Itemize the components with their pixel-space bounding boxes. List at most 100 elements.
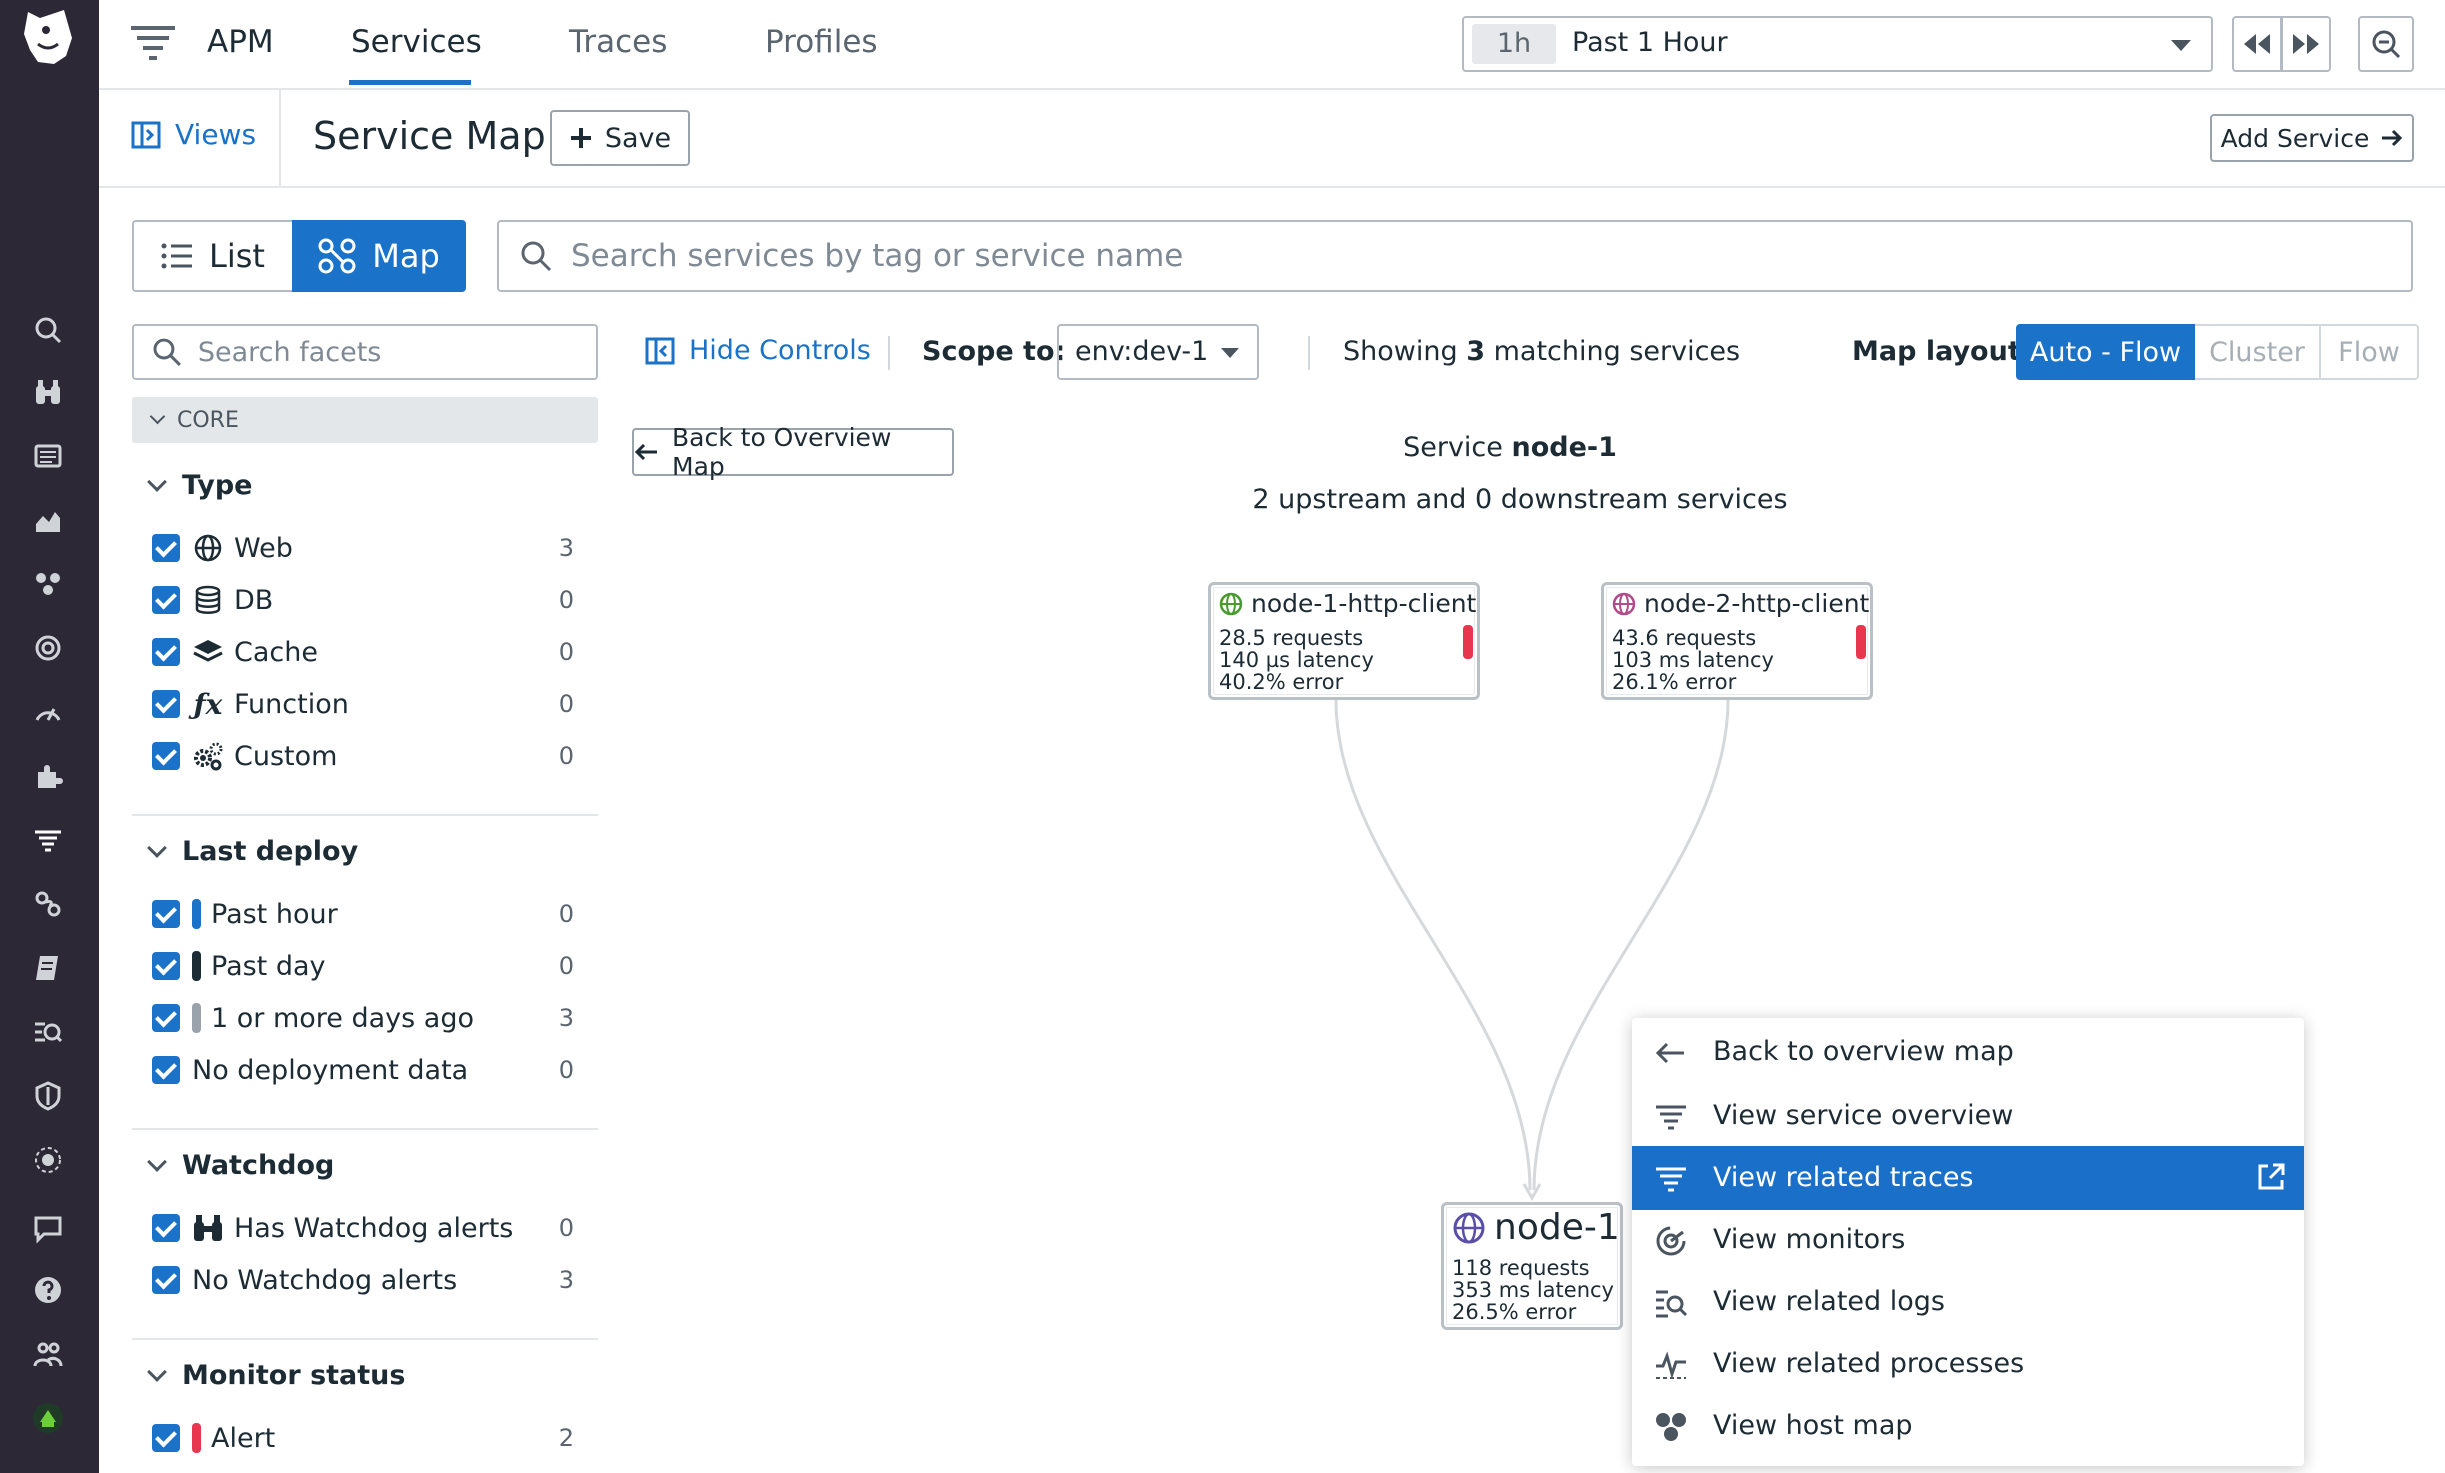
views-panel-icon <box>131 121 161 148</box>
help-icon[interactable] <box>28 1270 68 1310</box>
search-icon[interactable] <box>28 310 68 350</box>
facet-row-alert[interactable]: Alert 2 <box>152 1418 598 1458</box>
active-tab-indicator <box>349 80 471 85</box>
notebooks-icon[interactable] <box>28 948 68 988</box>
checkbox[interactable] <box>152 1266 180 1294</box>
checkbox[interactable] <box>152 742 180 770</box>
facet-label: Has Watchdog alerts <box>234 1212 514 1244</box>
infrastructure-icon[interactable] <box>28 564 68 604</box>
tab-services[interactable]: Services <box>351 24 482 60</box>
hide-controls-link[interactable]: Hide Controls <box>645 335 871 366</box>
service-node-node-1[interactable]: node-1 118 requests 353 ms latency 26.5%… <box>1441 1202 1623 1330</box>
menu-item-back-to-overview[interactable]: Back to overview map <box>1632 1020 2304 1084</box>
globe-icon <box>192 532 224 564</box>
node-requests: 118 requests <box>1452 1256 1590 1280</box>
facet-row-web[interactable]: Web 3 <box>152 528 598 568</box>
layout-cluster-button[interactable]: Cluster <box>2195 324 2321 380</box>
checkbox[interactable] <box>152 638 180 666</box>
facet-row-past-day[interactable]: Past day 0 <box>152 946 598 986</box>
checkbox[interactable] <box>152 690 180 718</box>
avatar[interactable] <box>28 1398 68 1438</box>
list-icon <box>161 243 193 269</box>
add-service-button[interactable]: Add Service <box>2210 114 2414 162</box>
facet-group-title: Monitor status <box>182 1360 406 1391</box>
scope-select[interactable]: env:dev-1 <box>1057 324 1259 380</box>
facet-group-watchdog[interactable]: Watchdog <box>147 1150 335 1181</box>
facet-row-has-watchdog[interactable]: Has Watchdog alerts 0 <box>152 1208 598 1248</box>
logs-icon <box>1656 1290 1688 1318</box>
core-section-header[interactable]: CORE <box>132 397 598 443</box>
chevron-down-icon <box>1221 348 1239 358</box>
menu-item-view-service-overview[interactable]: View service overview <box>1632 1084 2304 1148</box>
security-icon[interactable] <box>28 1076 68 1116</box>
layout-flow-button[interactable]: Flow <box>2321 324 2419 380</box>
logs-icon[interactable] <box>28 1012 68 1052</box>
chevron-down-icon <box>2171 40 2191 51</box>
back-to-overview-button[interactable]: Back to Overview Map <box>632 423 954 481</box>
showing-prefix: Showing <box>1343 336 1458 367</box>
tab-profiles[interactable]: Profiles <box>765 24 878 60</box>
step-forward-button[interactable] <box>2281 16 2331 72</box>
facet-row-older[interactable]: 1 or more days ago 3 <box>152 998 598 1038</box>
synthetics-icon[interactable] <box>28 884 68 924</box>
facet-group-title: Watchdog <box>182 1150 335 1181</box>
service-node-node-2-http-client[interactable]: node-2-http-client 43.6 requests 103 ms … <box>1601 582 1873 700</box>
map-label: Map <box>372 237 440 275</box>
facet-search-input[interactable] <box>197 336 596 368</box>
metrics-icon[interactable] <box>28 500 68 540</box>
view-toggle: List Map <box>132 220 466 292</box>
facet-row-function[interactable]: ƒx Function 0 <box>152 684 598 724</box>
gauge-icon[interactable] <box>28 692 68 732</box>
monitors-icon[interactable] <box>28 628 68 668</box>
save-button[interactable]: Save <box>550 110 690 166</box>
facet-group-last-deploy[interactable]: Last deploy <box>147 836 358 867</box>
views-link[interactable]: Views <box>131 118 256 151</box>
menu-item-view-related-logs[interactable]: View related logs <box>1632 1270 2304 1334</box>
apm-icon[interactable] <box>28 820 68 860</box>
chat-icon[interactable] <box>28 1208 68 1248</box>
facet-search[interactable] <box>132 324 598 380</box>
node-latency: 103 ms latency <box>1612 648 1774 672</box>
collapse-panel-icon <box>645 337 675 364</box>
step-back-button[interactable] <box>2232 16 2282 72</box>
facet-row-custom[interactable]: Custom 0 <box>152 736 598 776</box>
facet-row-no-deployment[interactable]: No deployment data 0 <box>152 1050 598 1090</box>
menu-item-view-monitors[interactable]: View monitors <box>1632 1208 2304 1272</box>
team-icon[interactable] <box>28 1334 68 1374</box>
layout-auto-flow-button[interactable]: Auto - Flow <box>2016 324 2195 380</box>
integrations-icon[interactable] <box>28 756 68 796</box>
checkbox[interactable] <box>152 1424 180 1452</box>
menu-item-view-related-processes[interactable]: View related processes <box>1632 1332 2304 1396</box>
service-search[interactable] <box>497 220 2413 292</box>
menu-item-view-host-map[interactable]: View host map <box>1632 1394 2304 1458</box>
datadog-logo-icon[interactable] <box>18 4 78 70</box>
facet-count: 3 <box>558 534 574 562</box>
facet-group-monitor-status[interactable]: Monitor status <box>147 1360 406 1391</box>
checkbox[interactable] <box>152 586 180 614</box>
facet-row-past-hour[interactable]: Past hour 0 <box>152 894 598 934</box>
menu-item-view-related-traces[interactable]: View related traces <box>1632 1146 2304 1210</box>
checkbox[interactable] <box>152 952 180 980</box>
checkbox[interactable] <box>152 900 180 928</box>
service-node-node-1-http-client[interactable]: node-1-http-client 28.5 requests 140 µs … <box>1208 582 1480 700</box>
zoom-out-button[interactable] <box>2358 16 2414 72</box>
binoculars-icon[interactable] <box>28 372 68 412</box>
service-search-input[interactable] <box>571 238 2371 274</box>
rum-icon[interactable] <box>28 1140 68 1180</box>
facet-row-cache[interactable]: Cache 0 <box>152 632 598 672</box>
facet-row-db[interactable]: DB 0 <box>152 580 598 620</box>
checkbox[interactable] <box>152 1004 180 1032</box>
dashboards-icon[interactable] <box>28 436 68 476</box>
checkbox[interactable] <box>152 1214 180 1242</box>
tab-traces[interactable]: Traces <box>569 24 668 60</box>
facet-count: 0 <box>558 742 574 770</box>
checkbox[interactable] <box>152 1056 180 1084</box>
time-range-picker[interactable]: 1h Past 1 Hour <box>1462 16 2213 72</box>
checkbox[interactable] <box>152 534 180 562</box>
divider <box>132 1128 598 1130</box>
map-view-button[interactable]: Map <box>292 220 466 292</box>
facet-group-type[interactable]: Type <box>147 470 252 501</box>
list-view-button[interactable]: List <box>132 220 292 292</box>
save-label: Save <box>604 122 672 154</box>
facet-row-no-watchdog[interactable]: No Watchdog alerts 3 <box>152 1260 598 1300</box>
